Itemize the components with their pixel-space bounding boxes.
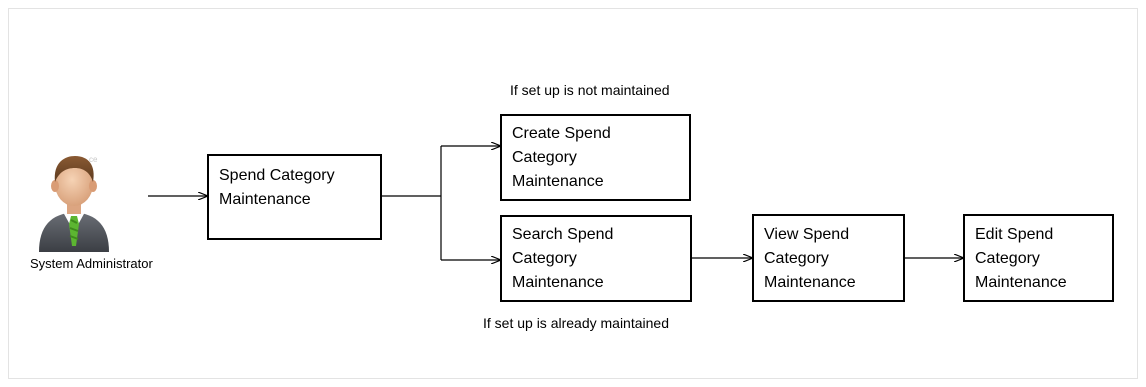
caption-already-maintained: If set up is already maintained <box>483 315 669 331</box>
node-create-spend-category-maintenance: Create Spend Category Maintenance <box>500 114 691 201</box>
caption-not-maintained: If set up is not maintained <box>510 82 670 98</box>
node-view-spend-category-maintenance: View Spend Category Maintenance <box>752 214 905 302</box>
diagram-frame <box>8 8 1138 379</box>
node-edit-spend-category-maintenance: Edit Spend Category Maintenance <box>963 214 1114 302</box>
svg-text:ce: ce <box>89 155 98 164</box>
actor-label: System Administrator <box>30 256 153 271</box>
user-avatar-icon: ce <box>39 155 109 252</box>
node-search-spend-category-maintenance: Search Spend Category Maintenance <box>500 215 692 302</box>
node-spend-category-maintenance: Spend Category Maintenance <box>207 154 382 240</box>
